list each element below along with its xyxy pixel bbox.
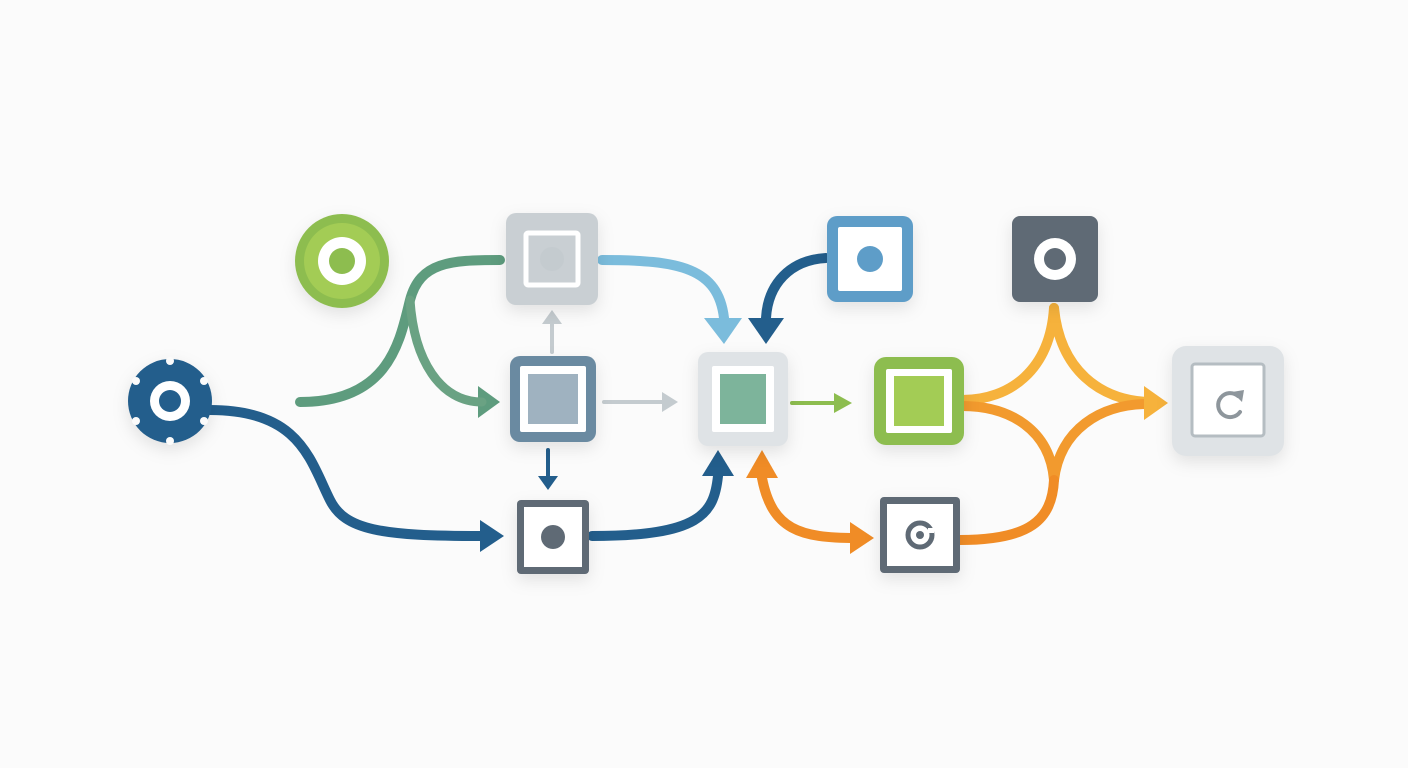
connector-green-to-bottom-orange <box>957 401 1059 485</box>
connectors <box>205 253 1168 554</box>
square-icon <box>720 374 766 424</box>
connector-top-to-hub-arrowhead <box>704 318 742 344</box>
connector-hub-orange-arrowhead-right <box>850 522 874 554</box>
target-icon <box>318 237 366 285</box>
connector-top-loop-to-mid <box>405 295 487 407</box>
square-icon <box>528 374 578 424</box>
dot-icon <box>857 246 883 272</box>
center-hub-node[interactable] <box>698 352 788 446</box>
refresh-icon <box>1216 390 1244 420</box>
top-gray-square-node[interactable] <box>506 213 598 305</box>
connector-mid-to-hub-arrowhead <box>662 392 678 412</box>
start-gear-node[interactable] <box>128 357 212 445</box>
connector-start-to-bottom <box>205 405 487 541</box>
mid-blue-square-node[interactable] <box>510 356 596 442</box>
connector-mid-to-bottom-small-arrowhead <box>538 476 558 490</box>
bottom-dark-square-node[interactable] <box>517 500 589 574</box>
connector-start-to-mid-arrowhead <box>478 386 500 418</box>
cycle-icon <box>905 520 935 550</box>
ring-icon <box>1034 238 1076 280</box>
connector-star-to-end-arrowhead <box>1144 386 1168 420</box>
connector-dark-top-to-end <box>1049 303 1153 407</box>
connector-orange-square-to-star <box>955 475 1059 545</box>
connector-blue-to-hub <box>761 253 831 323</box>
connector-hub-orange-arrowhead-up <box>746 450 778 478</box>
square-icon <box>894 376 944 426</box>
end-refresh-square-node[interactable] <box>1172 346 1284 456</box>
connector-bottom-to-hub-arrowhead <box>702 450 734 476</box>
connector-hub-orange-loop <box>757 473 861 543</box>
connector-green-to-dark-top <box>957 303 1059 405</box>
orange-source-square-node[interactable] <box>880 497 960 573</box>
ring-icon <box>150 381 190 421</box>
connector-top-to-hub <box>597 255 729 323</box>
connector-bottom-to-hub <box>587 471 723 541</box>
connector-mid-to-top-small-arrowhead <box>542 310 562 324</box>
dot-icon <box>541 525 565 549</box>
connector-start-to-bottom-arrowhead <box>480 520 504 552</box>
dot-icon <box>540 247 564 271</box>
dark-top-square-node[interactable] <box>1012 216 1098 302</box>
green-target-node[interactable] <box>295 214 389 308</box>
nodes <box>128 213 1284 574</box>
connector-hub-to-green-arrowhead <box>834 393 852 413</box>
green-square-node[interactable] <box>874 357 964 445</box>
connector-end-to-bottom-orange <box>1049 399 1153 485</box>
connector-blue-to-hub-arrowhead <box>748 318 784 344</box>
top-blue-square-node[interactable] <box>827 216 913 302</box>
